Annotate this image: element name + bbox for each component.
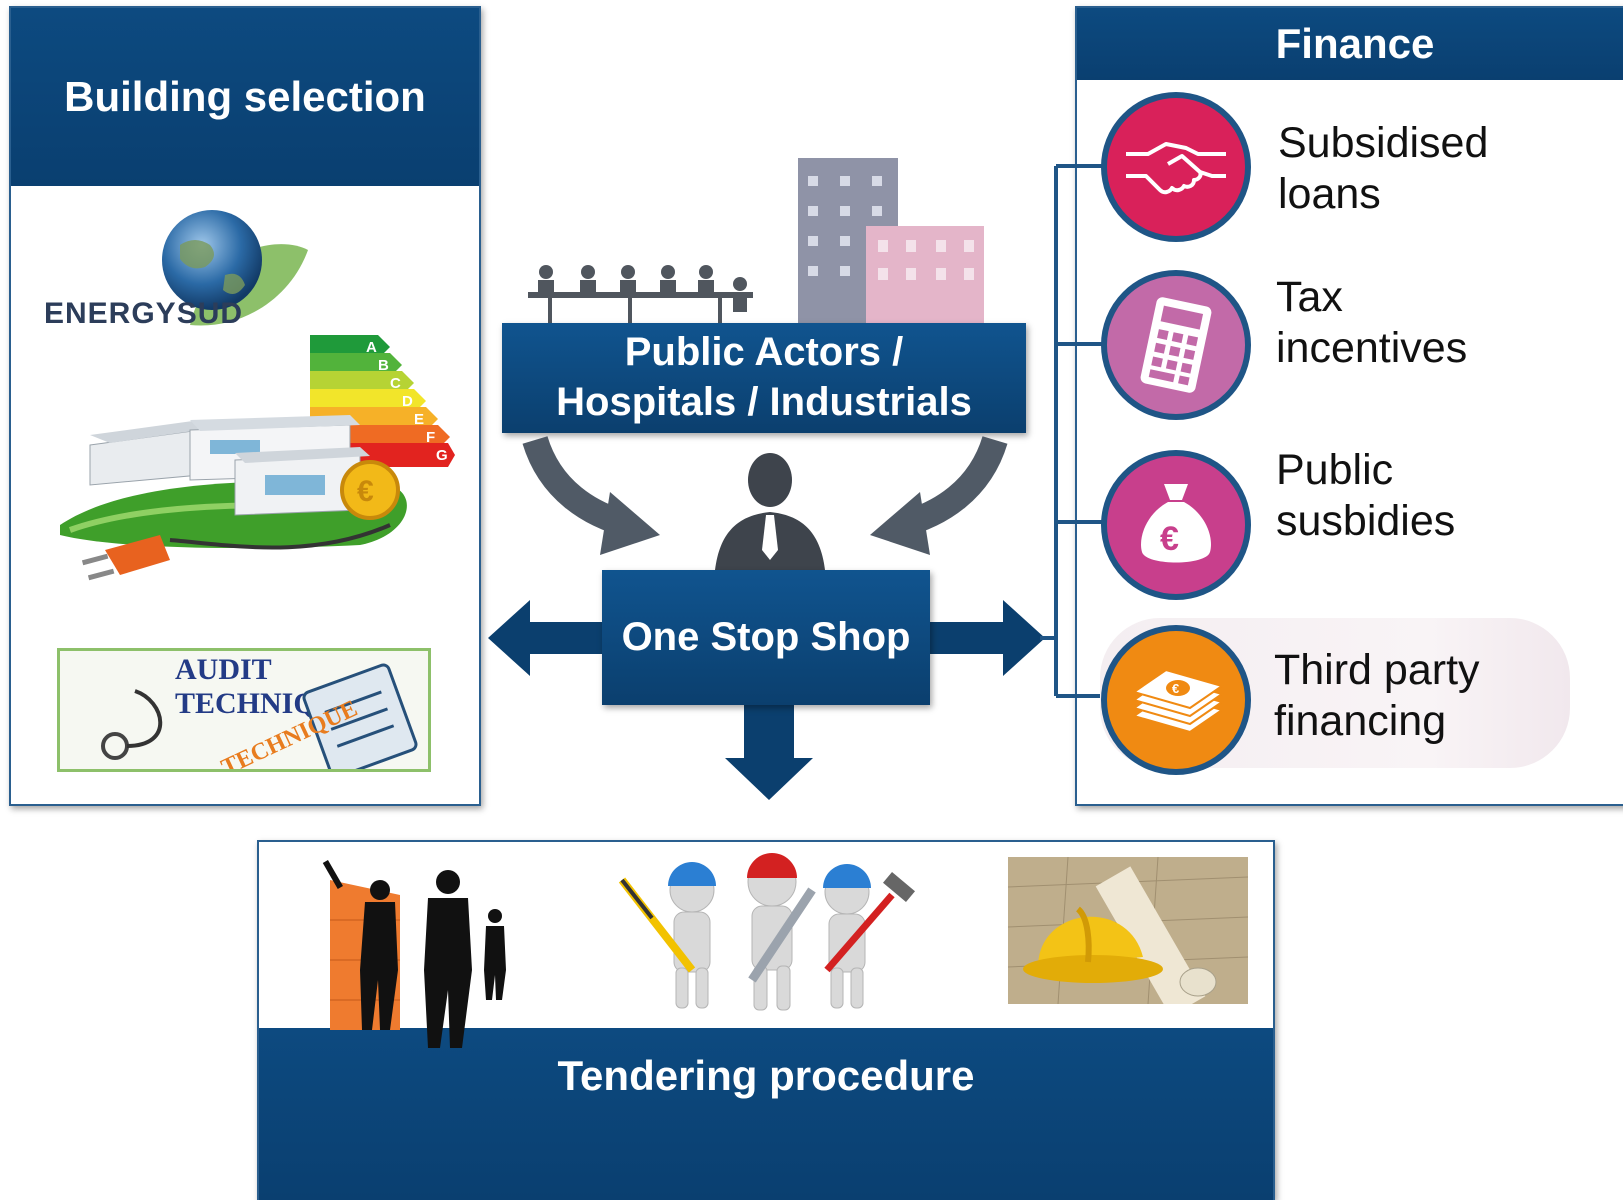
audit-technique-stamp: AUDIT TECHNIQUE TECHNIQUE (57, 648, 431, 772)
svg-text:G: G (436, 447, 448, 464)
building-selection-title: Building selection (64, 73, 426, 120)
handshake-icon (1126, 142, 1226, 195)
left-arrow (488, 600, 608, 676)
tendering-title: Tendering procedure (557, 1052, 975, 1099)
tool-men-image (602, 850, 929, 1020)
one-stop-shop-label: One Stop Shop (621, 615, 911, 659)
building-selection-header: Building selection (11, 8, 479, 186)
energysud-wordmark: ENERGYSUD (44, 297, 244, 330)
right-arrow (925, 600, 1045, 676)
finance-item-third-party-label: Third party financing (1274, 646, 1480, 745)
energysud-logo: ENERGYSUD (40, 205, 310, 345)
euro-banknotes-icon: € (1131, 668, 1225, 734)
euro-moneybag-icon: € (1141, 484, 1211, 563)
hardhat-plans-image (1008, 857, 1248, 1004)
flow-arrows (480, 430, 1050, 810)
finance-title: Finance (1275, 20, 1435, 67)
one-stop-shop-box: One Stop Shop (602, 570, 930, 705)
workers-silhouette-image (320, 860, 515, 1050)
svg-text:€: € (357, 475, 374, 508)
public-actors-line2: Hospitals / Industrials (556, 380, 972, 424)
svg-text:€: € (1172, 681, 1179, 696)
public-actors-box: Public Actors / Hospitals / Industrials (502, 323, 1026, 433)
svg-text:C: C (390, 375, 401, 392)
svg-text:E: E (414, 411, 424, 428)
finance-connector (1040, 160, 1110, 700)
finance-item-subsidised-loans-label: Subsidised loans (1278, 119, 1489, 218)
svg-text:A: A (366, 339, 377, 356)
svg-text:D: D (402, 393, 413, 410)
finance-item-public-subsidies-label: Public susbidies (1276, 446, 1456, 545)
finance-item-tax-incentives-circle (1101, 270, 1251, 420)
buildings-illustration (796, 158, 984, 324)
finance-item-public-subsidies-circle: € (1101, 450, 1251, 600)
down-arrow (725, 700, 813, 800)
finance-item-subsidised-loans-circle (1101, 92, 1251, 242)
finance-item-tax-incentives-label: Tax incentives (1276, 273, 1468, 372)
svg-text:€: € (1160, 520, 1179, 558)
calculator-icon (1140, 297, 1212, 393)
tendering-header: Tendering procedure (259, 1028, 1273, 1200)
meeting-silhouettes (528, 262, 753, 324)
finance-header: Finance (1077, 8, 1623, 80)
public-actors-line1: Public Actors / (624, 330, 904, 374)
finance-item-third-party-circle: € (1101, 625, 1251, 775)
svg-text:B: B (378, 357, 389, 374)
svg-text:F: F (426, 429, 435, 446)
